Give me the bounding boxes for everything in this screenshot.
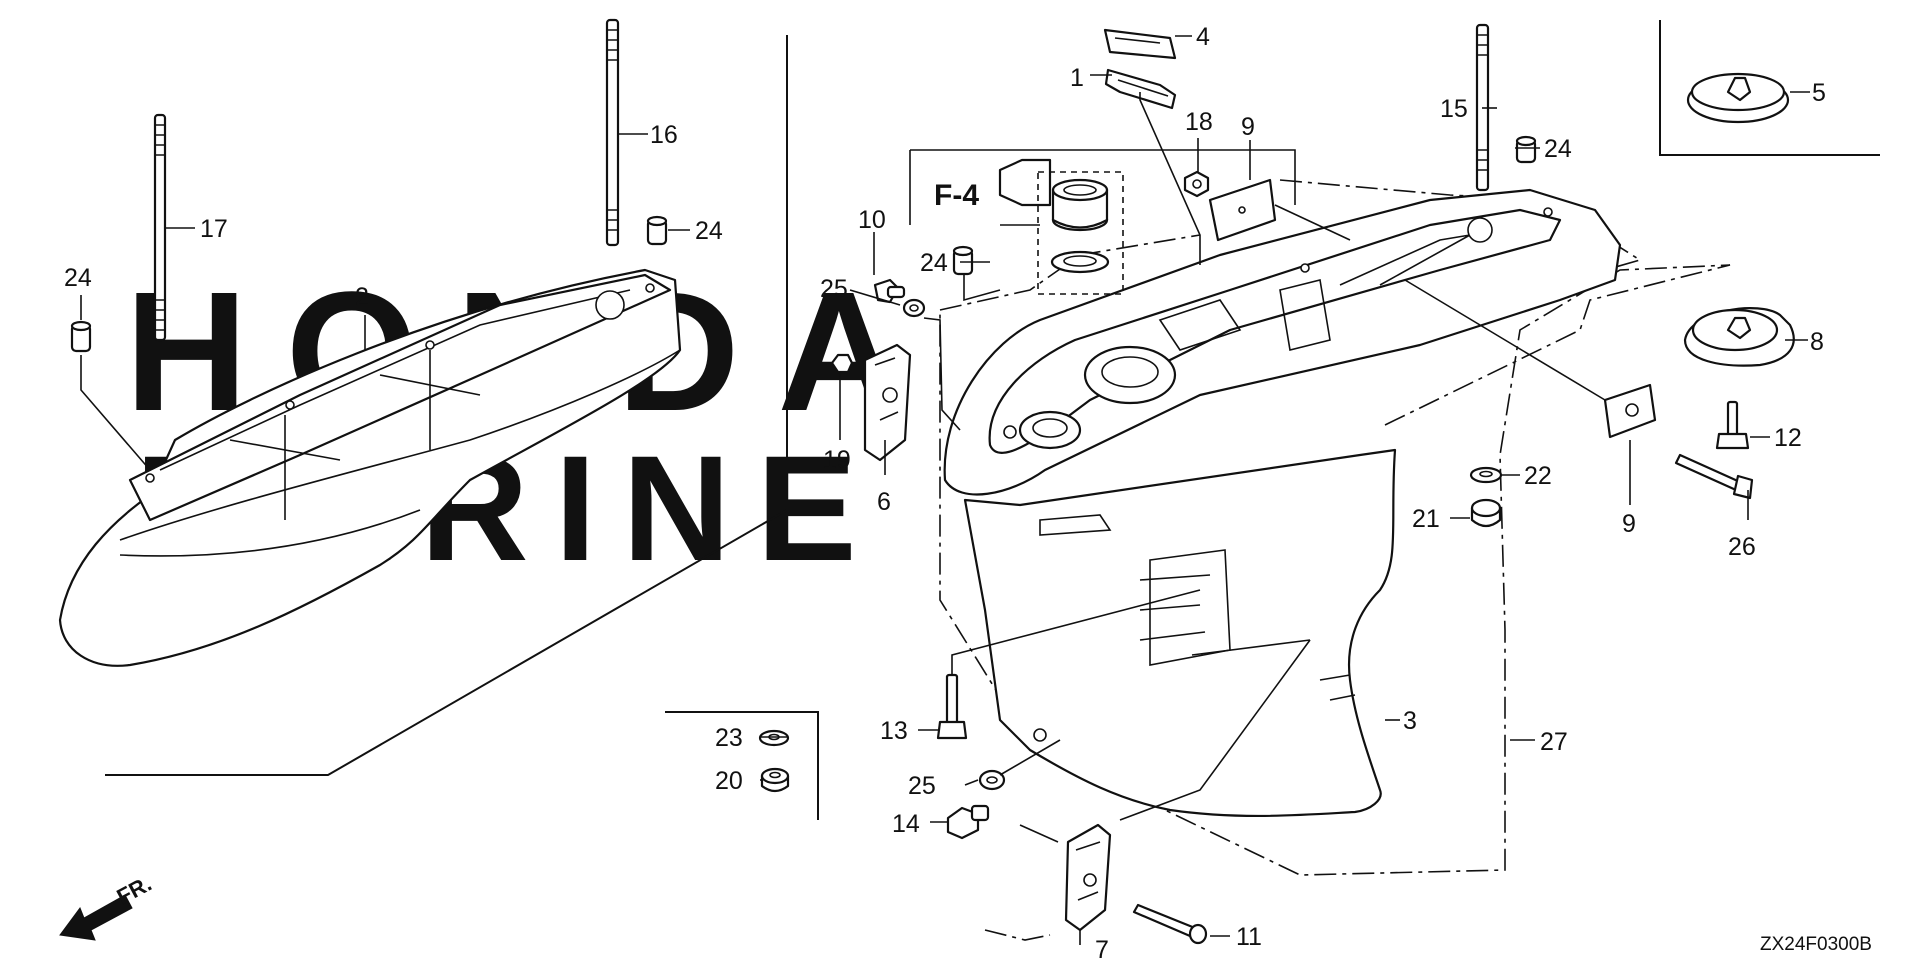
parts-25[interactable] (902, 298, 926, 318)
parts-1[interactable] (1104, 68, 1177, 110)
parts-17[interactable] (153, 113, 167, 342)
parts-3[interactable] (963, 448, 1397, 818)
ref-f4-group: F-4 (909, 149, 1296, 295)
parts-18[interactable] (1183, 170, 1210, 198)
parts-24[interactable] (70, 320, 92, 353)
parts-9[interactable] (1208, 178, 1277, 242)
callout-22: 22 (1524, 462, 1552, 490)
parts-19[interactable] (830, 353, 854, 374)
parts-20[interactable] (760, 767, 790, 793)
callout-24-right: 24 (1544, 135, 1572, 163)
parts-16[interactable] (605, 18, 620, 247)
callout-6: 6 (877, 488, 891, 516)
parts-24[interactable] (1515, 135, 1537, 164)
callout-24-mid-left: 24 (695, 217, 723, 245)
callout-9-lower: 9 (1622, 510, 1636, 538)
callout-25-lower: 25 (908, 772, 936, 800)
callout-8: 8 (1810, 328, 1824, 356)
parts-13[interactable] (936, 673, 968, 740)
callout-24-center: 24 (920, 249, 948, 277)
callout-24-left: 24 (64, 264, 92, 292)
callout-25-upper: 25 (820, 275, 848, 303)
ref-label-f4: F-4 (934, 179, 979, 212)
front-direction-indicator: FR. (59, 871, 156, 941)
callout-16: 16 (650, 121, 678, 149)
parts-12[interactable] (1715, 400, 1750, 450)
parts-4[interactable] (1103, 28, 1177, 60)
parts-5[interactable] (1686, 72, 1790, 124)
callout-20: 20 (715, 767, 743, 795)
callout-17: 17 (200, 215, 228, 243)
parts-9[interactable] (1603, 383, 1657, 439)
callout-11: 11 (1236, 923, 1262, 951)
parts-8[interactable] (1683, 307, 1795, 367)
callout-26: 26 (1728, 533, 1756, 561)
callout-14: 14 (892, 810, 920, 838)
small-parts-frame (665, 711, 819, 820)
parts-6[interactable] (863, 343, 912, 462)
parts-11[interactable] (1132, 903, 1208, 945)
callout-4: 4 (1196, 23, 1210, 51)
callout-15: 15 (1440, 95, 1468, 123)
parts-26[interactable] (1674, 453, 1754, 500)
parts-24[interactable] (952, 245, 974, 276)
parts-5-box (1659, 20, 1880, 156)
parts-23[interactable] (758, 729, 790, 747)
callout-5: 5 (1812, 79, 1826, 107)
callout-12: 12 (1774, 424, 1802, 452)
callout-18: 18 (1185, 108, 1213, 136)
callouts: 1 2 3 4 5 6 7 8 9 9 10 11 12 13 14 15 16… (64, 23, 1826, 960)
parts-3[interactable] (943, 188, 1622, 536)
circlip[interactable] (1050, 250, 1110, 274)
callout-13: 13 (880, 717, 908, 745)
parts-14[interactable] (946, 804, 990, 840)
parts-25[interactable] (978, 769, 1006, 791)
bearing-sleeve[interactable] (1051, 178, 1109, 232)
callout-2: 2 (355, 283, 369, 311)
callout-21: 21 (1412, 505, 1440, 533)
parts-24[interactable] (646, 215, 668, 246)
callout-7: 7 (1095, 936, 1109, 960)
callout-3: 3 (1403, 707, 1417, 735)
parts-21[interactable] (1470, 498, 1502, 528)
left-assembly-frame (105, 35, 788, 776)
parts-22[interactable] (1469, 466, 1503, 484)
parts-2[interactable] (58, 268, 682, 667)
callout-23: 23 (715, 724, 743, 752)
parts-7[interactable] (1064, 823, 1112, 932)
callout-27: 27 (1540, 728, 1568, 756)
leader-lines (80, 35, 1810, 945)
callout-19: 19 (823, 446, 851, 474)
drawing-code: ZX24F0300B (1760, 934, 1872, 955)
callout-9-upper: 9 (1241, 113, 1255, 141)
front-arrow-icon (59, 894, 133, 941)
callout-10: 10 (858, 206, 886, 234)
callout-1: 1 (1070, 64, 1084, 92)
